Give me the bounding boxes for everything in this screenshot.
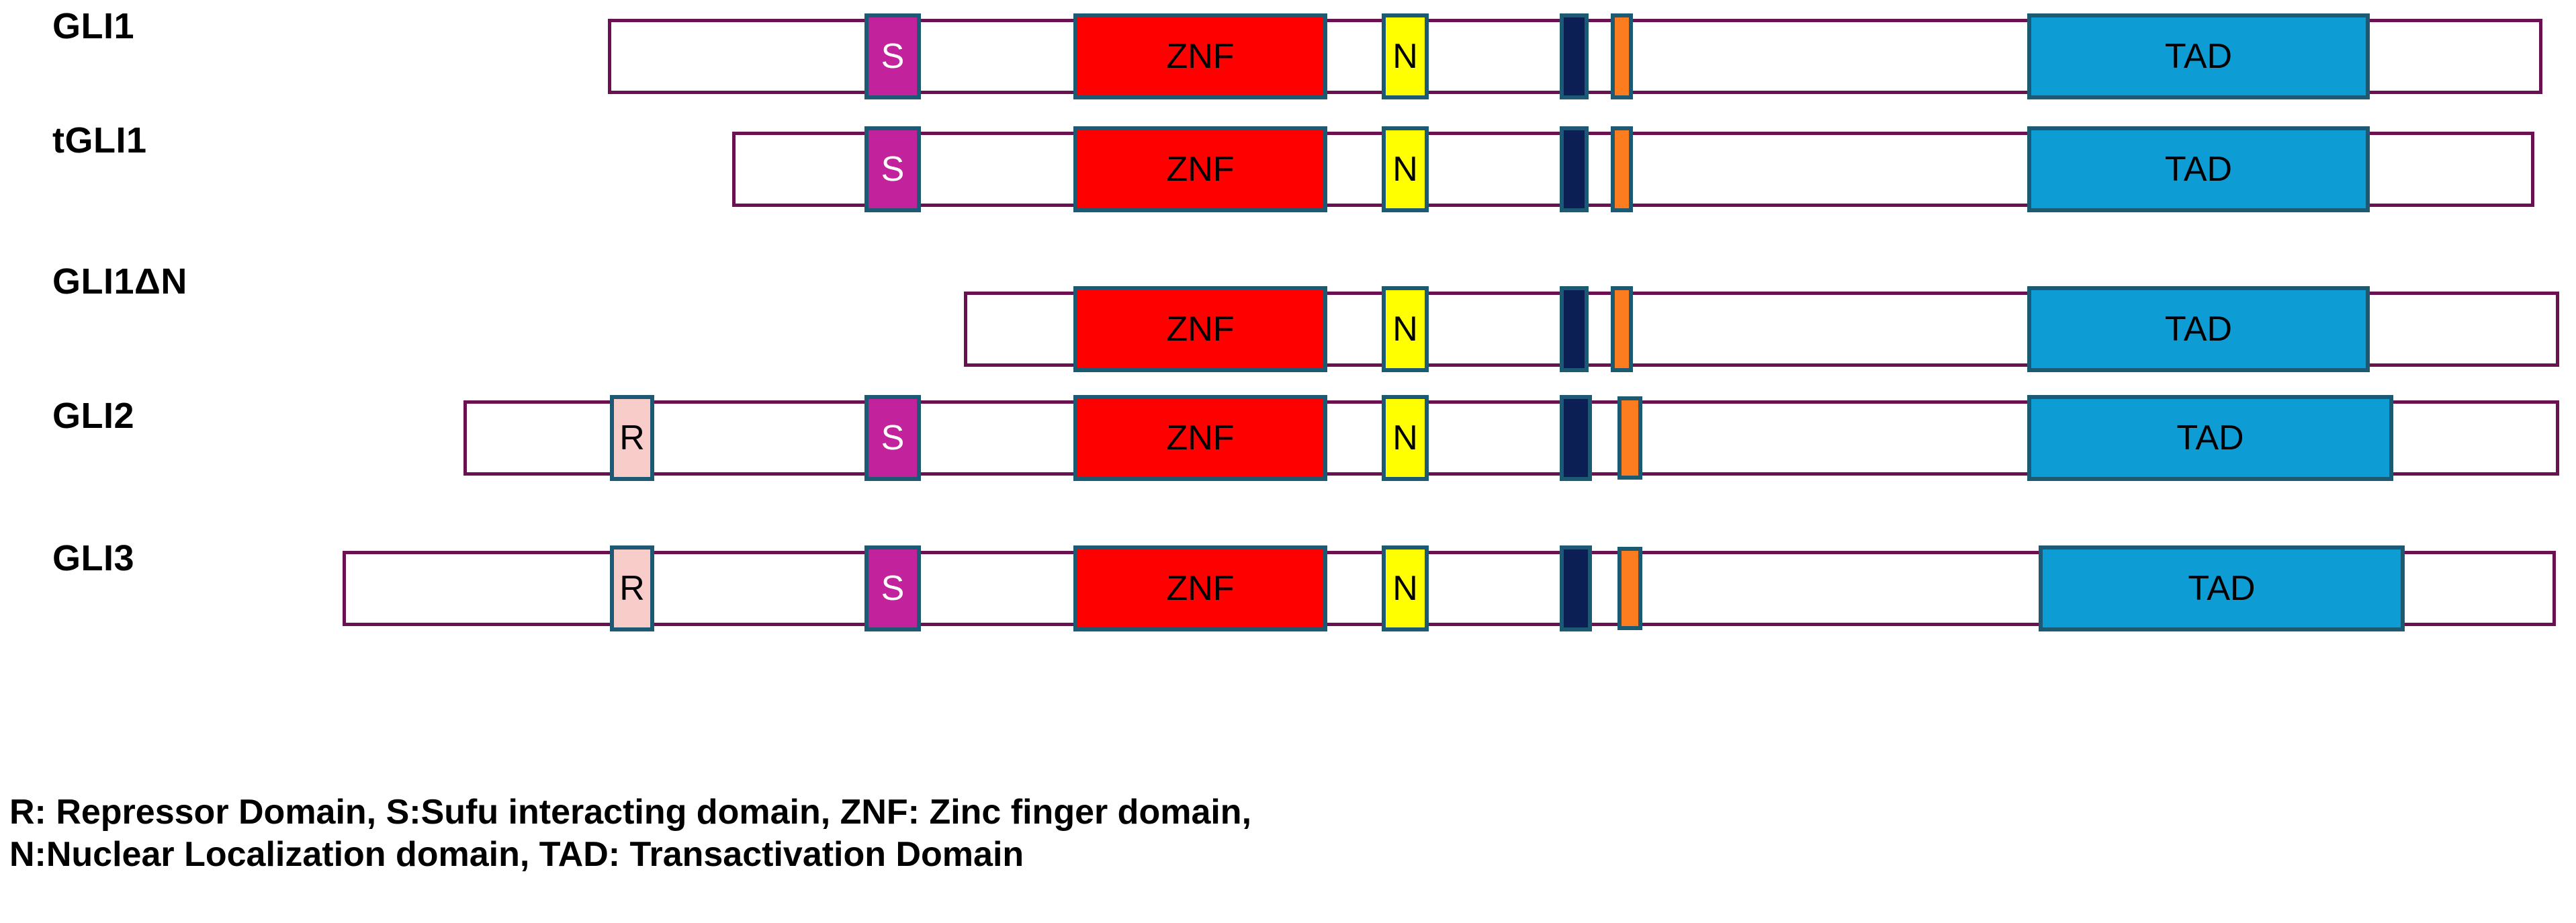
domain-label: S bbox=[881, 37, 905, 76]
domain-block-znf: ZNF bbox=[1073, 126, 1327, 212]
domain-block-tad: TAD bbox=[2027, 13, 2370, 99]
domain-label: R bbox=[619, 569, 645, 608]
domain-block-tad: TAD bbox=[2027, 126, 2370, 212]
domain-block-n: N bbox=[1382, 395, 1429, 481]
domain-block-s: S bbox=[864, 126, 921, 212]
legend: R: Repressor Domain, S:Sufu interacting … bbox=[9, 791, 2025, 877]
domain-label: N bbox=[1392, 310, 1418, 349]
domain-label: TAD bbox=[2164, 37, 2233, 76]
legend-line-1: R: Repressor Domain, S:Sufu interacting … bbox=[9, 793, 1252, 832]
domain-block-or bbox=[1611, 126, 1633, 212]
domain-block-nv bbox=[1560, 545, 1592, 631]
domain-block-tad: TAD bbox=[2039, 545, 2405, 631]
domain-block-s: S bbox=[864, 13, 921, 99]
domain-label: TAD bbox=[2164, 310, 2233, 349]
domain-block-n: N bbox=[1382, 545, 1429, 631]
domain-block-nv bbox=[1560, 13, 1589, 99]
domain-block-znf: ZNF bbox=[1073, 395, 1327, 481]
protein-label: GLI2 bbox=[52, 396, 135, 436]
protein-label: GLI1 bbox=[52, 6, 135, 46]
domain-block-n: N bbox=[1382, 13, 1429, 99]
domain-label: N bbox=[1392, 37, 1418, 76]
domain-block-or bbox=[1611, 286, 1633, 372]
domain-label: TAD bbox=[2164, 150, 2233, 189]
domain-block-s: S bbox=[864, 545, 921, 631]
domain-block-s: S bbox=[864, 395, 921, 481]
domain-label: N bbox=[1392, 419, 1418, 457]
domain-label: S bbox=[881, 150, 905, 189]
protein-label: GLI1ΔN bbox=[52, 261, 187, 302]
domain-label: S bbox=[881, 569, 905, 608]
domain-label: ZNF bbox=[1166, 310, 1235, 349]
domain-block-r: R bbox=[610, 545, 654, 631]
domain-block-nv bbox=[1560, 395, 1592, 481]
domain-label: TAD bbox=[2176, 419, 2244, 457]
domain-label: R bbox=[619, 419, 645, 457]
domain-block-nv bbox=[1560, 126, 1589, 212]
domain-block-znf: ZNF bbox=[1073, 545, 1327, 631]
domain-block-or bbox=[1617, 547, 1642, 630]
domain-block-or bbox=[1617, 396, 1642, 480]
domain-label: N bbox=[1392, 150, 1418, 189]
domain-block-tad: TAD bbox=[2027, 395, 2393, 481]
protein-label: GLI3 bbox=[52, 538, 135, 578]
domain-block-znf: ZNF bbox=[1073, 13, 1327, 99]
domain-block-r: R bbox=[610, 395, 654, 481]
domain-block-n: N bbox=[1382, 126, 1429, 212]
domain-block-nv bbox=[1560, 286, 1589, 372]
domain-block-tad: TAD bbox=[2027, 286, 2370, 372]
domain-label: S bbox=[881, 419, 905, 457]
domain-label: ZNF bbox=[1166, 569, 1235, 608]
domain-label: ZNF bbox=[1166, 150, 1235, 189]
domain-block-or bbox=[1611, 13, 1633, 99]
domain-block-znf: ZNF bbox=[1073, 286, 1327, 372]
protein-label: tGLI1 bbox=[52, 120, 147, 161]
domain-block-n: N bbox=[1382, 286, 1429, 372]
domain-label: TAD bbox=[2188, 569, 2256, 608]
domain-label: ZNF bbox=[1166, 37, 1235, 76]
legend-line-2: N:Nuclear Localization domain, TAD: Tran… bbox=[9, 835, 1024, 875]
domain-label: ZNF bbox=[1166, 419, 1235, 457]
domain-label: N bbox=[1392, 569, 1418, 608]
